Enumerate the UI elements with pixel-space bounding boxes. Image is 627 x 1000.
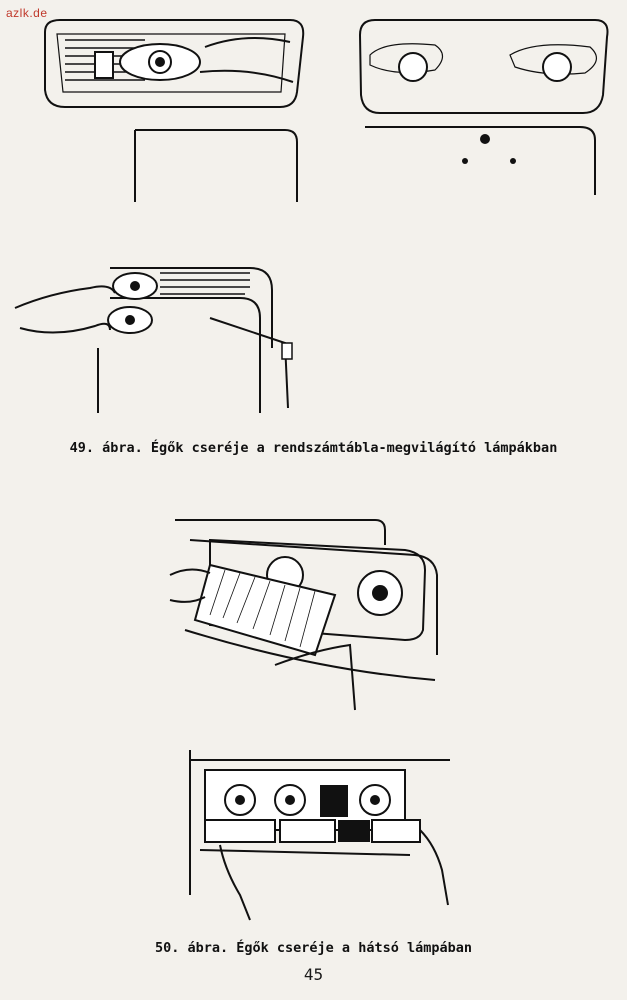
fig50-caption: 50. ábra. Égők cseréje a hátsó lámpában [155, 940, 472, 956]
fig49-caption: 49. ábra. Égők cseréje a rendszámtábla-m… [69, 440, 558, 456]
page-number: 45 [303, 965, 324, 984]
fig49-plate-lamp-front-illustration [345, 15, 625, 195]
site-watermark: azlk.de [6, 6, 48, 20]
fig49-lamp-housing-illustration [35, 12, 315, 202]
fig50-rear-lamp-lens-illustration [165, 505, 465, 715]
fig49-bulb-replacement-illustration [10, 248, 310, 418]
fig50-rear-lamp-bulbs-illustration [180, 745, 460, 925]
